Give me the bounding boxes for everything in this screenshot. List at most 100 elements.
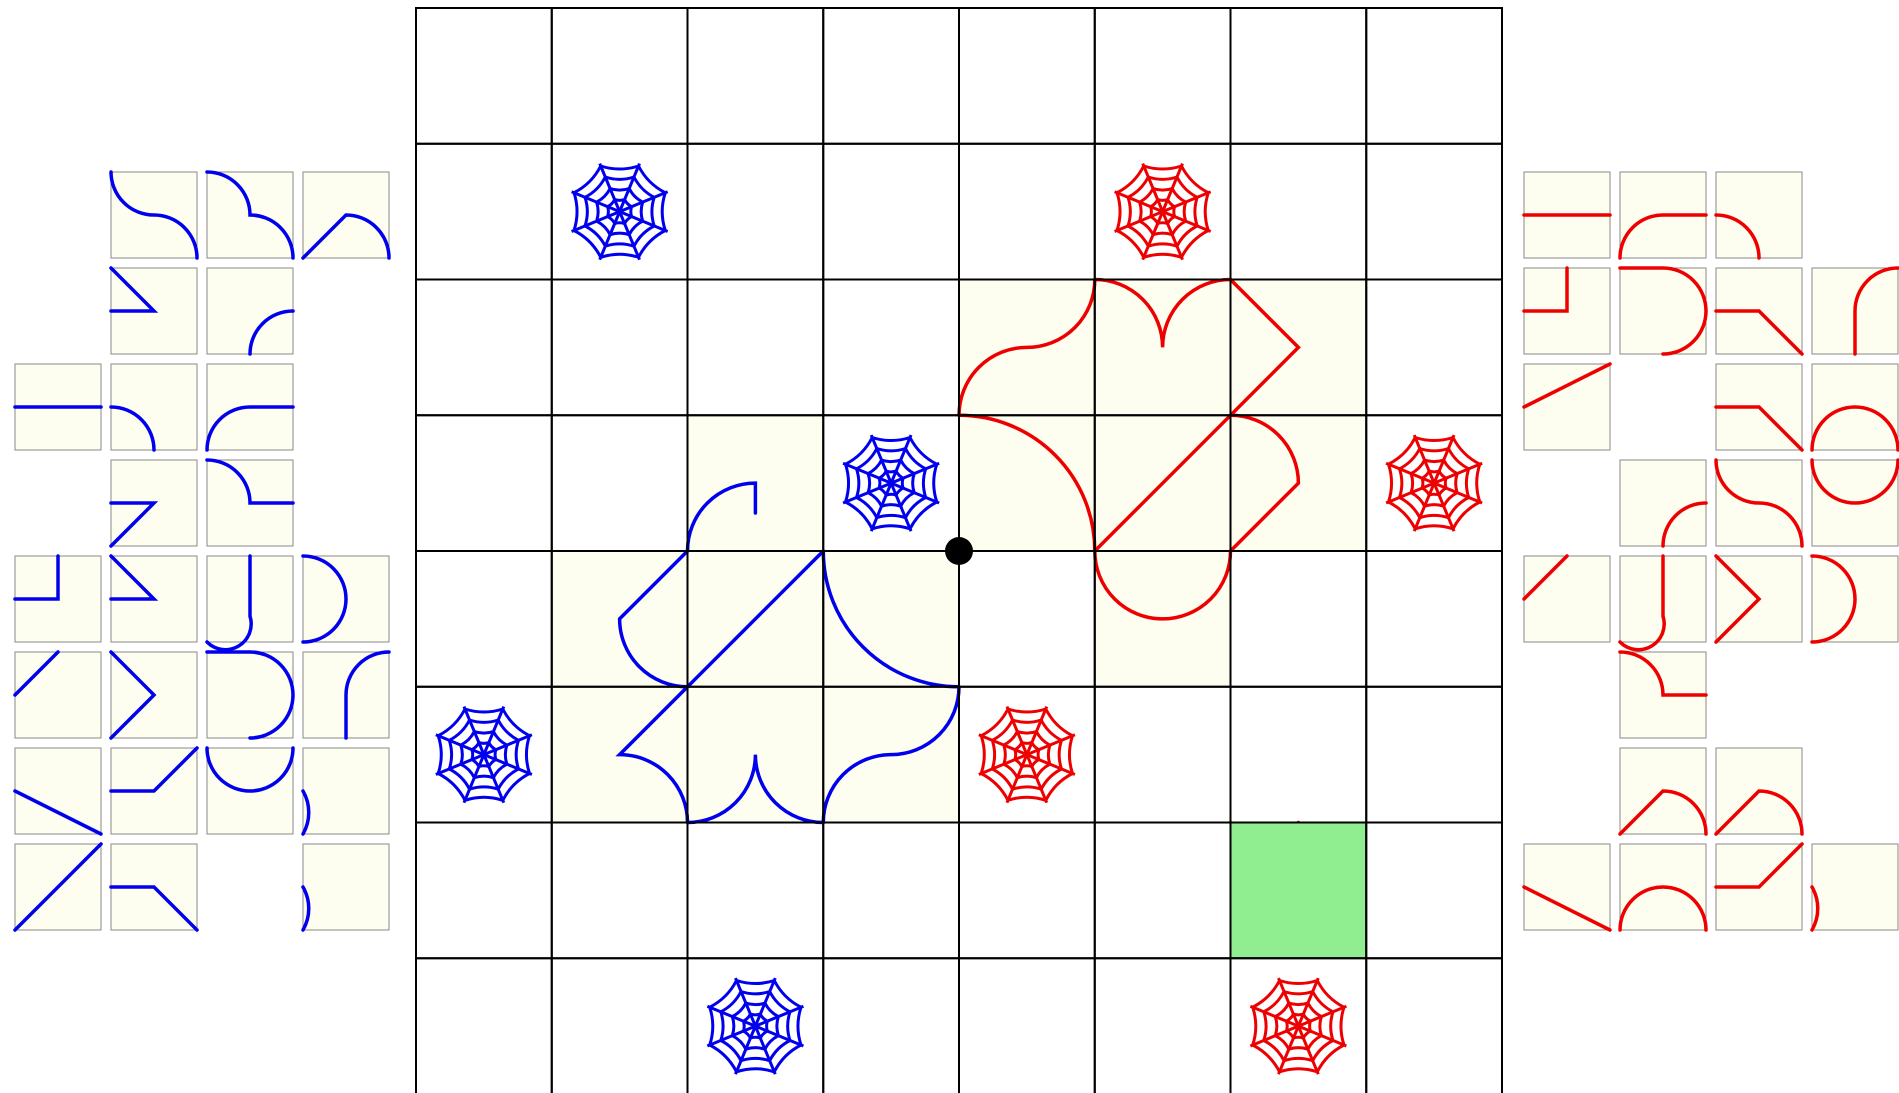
board-cell[interactable] <box>688 280 824 416</box>
board-cell[interactable] <box>1366 551 1502 687</box>
pool-tile[interactable] <box>1524 268 1610 354</box>
pool-tile[interactable] <box>15 652 101 738</box>
board-cell[interactable] <box>959 551 1095 687</box>
pool-tile[interactable] <box>1812 556 1898 642</box>
board-cell[interactable] <box>959 8 1095 144</box>
board-cell[interactable] <box>552 958 688 1093</box>
board-cell[interactable] <box>1095 958 1231 1093</box>
pool-tile[interactable] <box>111 460 197 546</box>
board-cell[interactable] <box>1366 958 1502 1093</box>
board-cell[interactable] <box>1366 8 1502 144</box>
board-cell[interactable] <box>552 823 688 959</box>
pool-tile[interactable] <box>1812 268 1898 354</box>
pool-tile[interactable] <box>1716 748 1802 834</box>
board-cell[interactable] <box>416 8 552 144</box>
board-cell[interactable] <box>552 415 688 551</box>
pool-tile[interactable] <box>303 844 389 930</box>
board-cell[interactable] <box>416 415 552 551</box>
pool-tile[interactable] <box>111 268 197 354</box>
board-cell[interactable] <box>416 280 552 416</box>
pool-tile[interactable] <box>303 748 389 834</box>
tile-background <box>111 364 197 450</box>
board-cell[interactable] <box>1366 280 1502 416</box>
board-cell[interactable] <box>1366 823 1502 959</box>
board-cell[interactable] <box>1366 144 1502 280</box>
placed-tile <box>959 415 1095 551</box>
board-cell[interactable] <box>1095 8 1231 144</box>
board-cell[interactable] <box>552 8 688 144</box>
pool-tile[interactable] <box>111 364 197 450</box>
pool-tile[interactable] <box>1524 844 1610 930</box>
pool-tile[interactable] <box>1812 844 1898 930</box>
pool-tile[interactable] <box>207 172 293 258</box>
board-cell[interactable] <box>823 958 959 1093</box>
pool-tile[interactable] <box>15 748 101 834</box>
player-token[interactable] <box>945 537 973 565</box>
pool-tile[interactable] <box>1812 364 1898 450</box>
pool-tile[interactable] <box>207 652 293 738</box>
pool-tile[interactable] <box>111 748 197 834</box>
pool-tile[interactable] <box>111 172 197 258</box>
board-cell[interactable] <box>1095 687 1231 823</box>
board-cell[interactable] <box>1095 823 1231 959</box>
pool-tile[interactable] <box>1620 652 1706 738</box>
board-cell[interactable] <box>688 823 824 959</box>
board-cell[interactable] <box>552 280 688 416</box>
board-cell[interactable] <box>1231 687 1367 823</box>
pool-tile[interactable] <box>303 652 389 738</box>
pool-tile[interactable] <box>207 268 293 354</box>
board-cell[interactable] <box>416 823 552 959</box>
board-cell[interactable] <box>416 551 552 687</box>
pool-tile[interactable] <box>1716 556 1802 642</box>
board-cell[interactable] <box>1231 144 1367 280</box>
pool-tile[interactable] <box>1524 172 1610 258</box>
board-cell[interactable] <box>823 280 959 416</box>
pool-tile[interactable] <box>303 556 389 642</box>
pool-tile[interactable] <box>1716 268 1802 354</box>
pool-tile[interactable] <box>1620 460 1706 546</box>
pool-tile[interactable] <box>1620 556 1706 650</box>
board-cell[interactable] <box>823 8 959 144</box>
board-cell[interactable] <box>416 958 552 1093</box>
pool-tile[interactable] <box>111 844 197 930</box>
board-cell[interactable] <box>1366 687 1502 823</box>
pool-tile[interactable] <box>1620 844 1706 930</box>
pool-tile[interactable] <box>1620 172 1706 258</box>
pool-tile[interactable] <box>111 652 197 738</box>
pool-tile[interactable] <box>1524 364 1610 450</box>
pool-tile[interactable] <box>1716 844 1802 930</box>
board-cell[interactable] <box>1231 551 1367 687</box>
pool-tile[interactable] <box>207 748 293 834</box>
pool-tile[interactable] <box>15 844 101 930</box>
board-cell[interactable] <box>823 823 959 959</box>
pool-tile[interactable] <box>207 556 293 650</box>
pool-tile[interactable] <box>303 172 389 258</box>
board-cell[interactable] <box>959 958 1095 1093</box>
red-spider-web-icon <box>979 707 1075 803</box>
pool-tile[interactable] <box>1524 556 1610 642</box>
pool-tile[interactable] <box>1716 460 1802 546</box>
board-cell[interactable] <box>959 823 1095 959</box>
pool-tile[interactable] <box>15 364 101 450</box>
pool-tile[interactable] <box>15 556 101 642</box>
pool-tile[interactable] <box>1812 460 1898 546</box>
pool-tile[interactable] <box>207 364 293 450</box>
board-cell[interactable] <box>1231 8 1367 144</box>
board-cell[interactable] <box>688 8 824 144</box>
board-cell[interactable] <box>959 144 1095 280</box>
board-cell[interactable] <box>823 144 959 280</box>
tile-background <box>15 652 101 738</box>
pool-tile[interactable] <box>1716 172 1802 258</box>
pool-tile[interactable] <box>1716 364 1802 450</box>
tile-background <box>1524 844 1610 930</box>
board-cell[interactable] <box>688 144 824 280</box>
pool-tile[interactable] <box>207 460 293 546</box>
pool-tile[interactable] <box>1620 268 1706 354</box>
tile-background <box>1524 364 1610 450</box>
board-cell[interactable] <box>416 144 552 280</box>
pool-tile[interactable] <box>111 556 197 642</box>
pool-tile[interactable] <box>1620 748 1706 834</box>
highlighted-cell[interactable] <box>1231 823 1367 959</box>
red-tile-pool <box>1524 172 1898 930</box>
tile-background <box>1524 556 1610 642</box>
